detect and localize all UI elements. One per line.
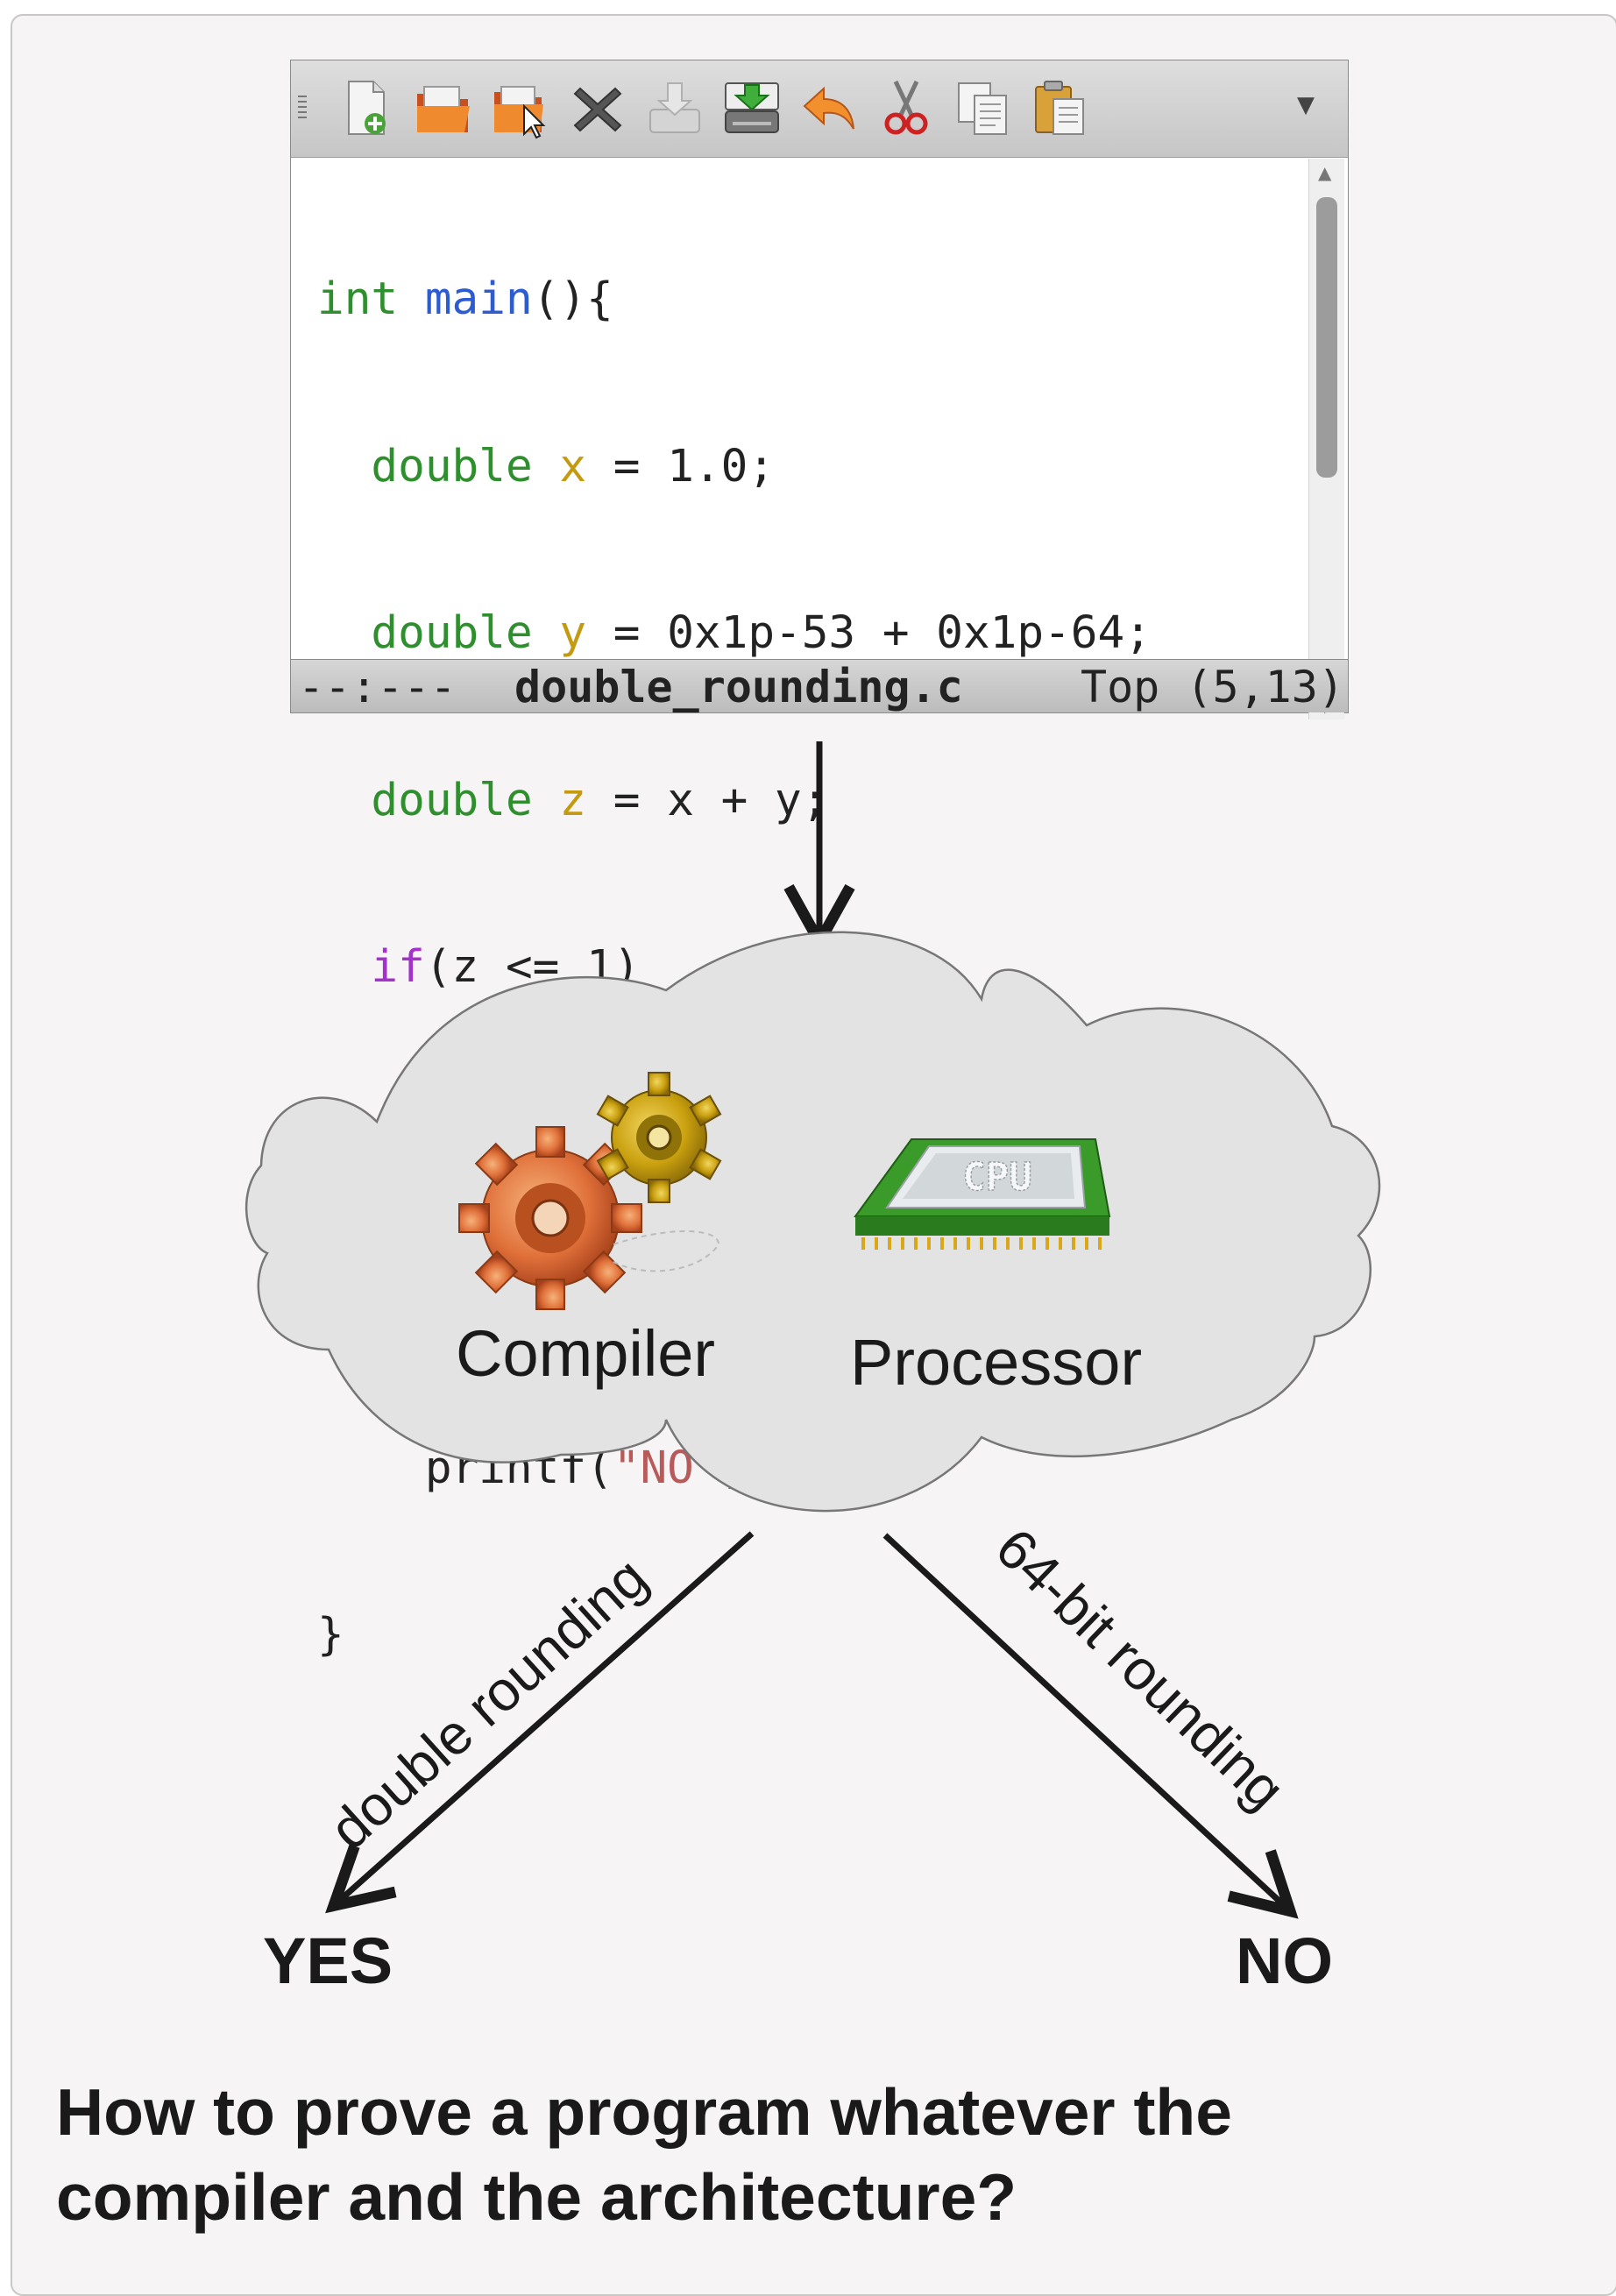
figure-caption: How to prove a program whatever the comp… [56,2070,1581,2240]
left-branch-arrow [325,1531,755,1914]
code-editor-window: ▼ int main(){ double x = 1.0; double y =… [290,60,1349,1661]
code-line: int main(){ [317,273,613,325]
editor-status-bar: --:--- double_rounding.c Top (5,13) [291,659,1348,712]
toolbar-grip-handle[interactable] [298,96,307,122]
editor-toolbar: ▼ [291,60,1348,158]
code-token: int [317,273,399,325]
cpu-chip-text: CPU [962,1155,1031,1200]
toolbar-overflow-button[interactable]: ▼ [1297,92,1315,118]
right-branch-arrow [882,1533,1299,1919]
compiler-label: Compiler [456,1317,716,1390]
code-token: z [559,774,587,826]
close-icon[interactable] [566,76,629,139]
caption-line-2: compiler and the architecture? [56,2160,1017,2234]
cpu-chip-icon: CPU [854,1138,1111,1250]
copy-icon[interactable] [952,76,1015,139]
code-token: y [559,607,587,659]
compiler-gear-small-icon [596,1072,722,1203]
code-line: } [317,1609,344,1661]
compiler-gear-large-icon [458,1126,642,1310]
cloud-shape [245,931,1381,1513]
status-mode: --:--- [298,662,457,712]
code-token: if [371,941,425,993]
undo-icon[interactable] [797,76,861,139]
cut-icon[interactable] [875,76,938,139]
caption-line-1: How to prove a program whatever the [56,2075,1232,2149]
yes-outcome-label: YES [263,1924,393,1997]
open-folder-icon[interactable] [412,76,475,139]
processor-label: Processor [850,1326,1143,1399]
vertical-scrollbar[interactable]: ▲ ▼ [1308,159,1344,719]
scroll-up-icon[interactable]: ▲ [1318,162,1332,183]
open-recent-icon[interactable] [489,76,552,139]
code-token: double [371,607,533,659]
code-line: double x = 1.0; [371,440,776,493]
code-line: double y = 0x1p-53 + 0x1p-64; [371,607,1152,659]
code-token: main [424,273,533,325]
status-position: Top (5,13) [1080,662,1344,712]
double-rounding-label: double rounding [318,1545,659,1861]
new-file-icon[interactable] [335,76,398,139]
code-token: double [371,774,533,826]
paste-icon[interactable] [1029,76,1092,139]
status-filename: double_rounding.c [514,662,963,712]
save-as-icon[interactable] [720,76,783,139]
no-outcome-label: NO [1236,1924,1333,1997]
save-disabled-icon[interactable] [643,76,706,139]
code-token: double [371,440,533,493]
code-token: x [559,440,587,493]
scrollbar-thumb[interactable] [1316,197,1337,478]
